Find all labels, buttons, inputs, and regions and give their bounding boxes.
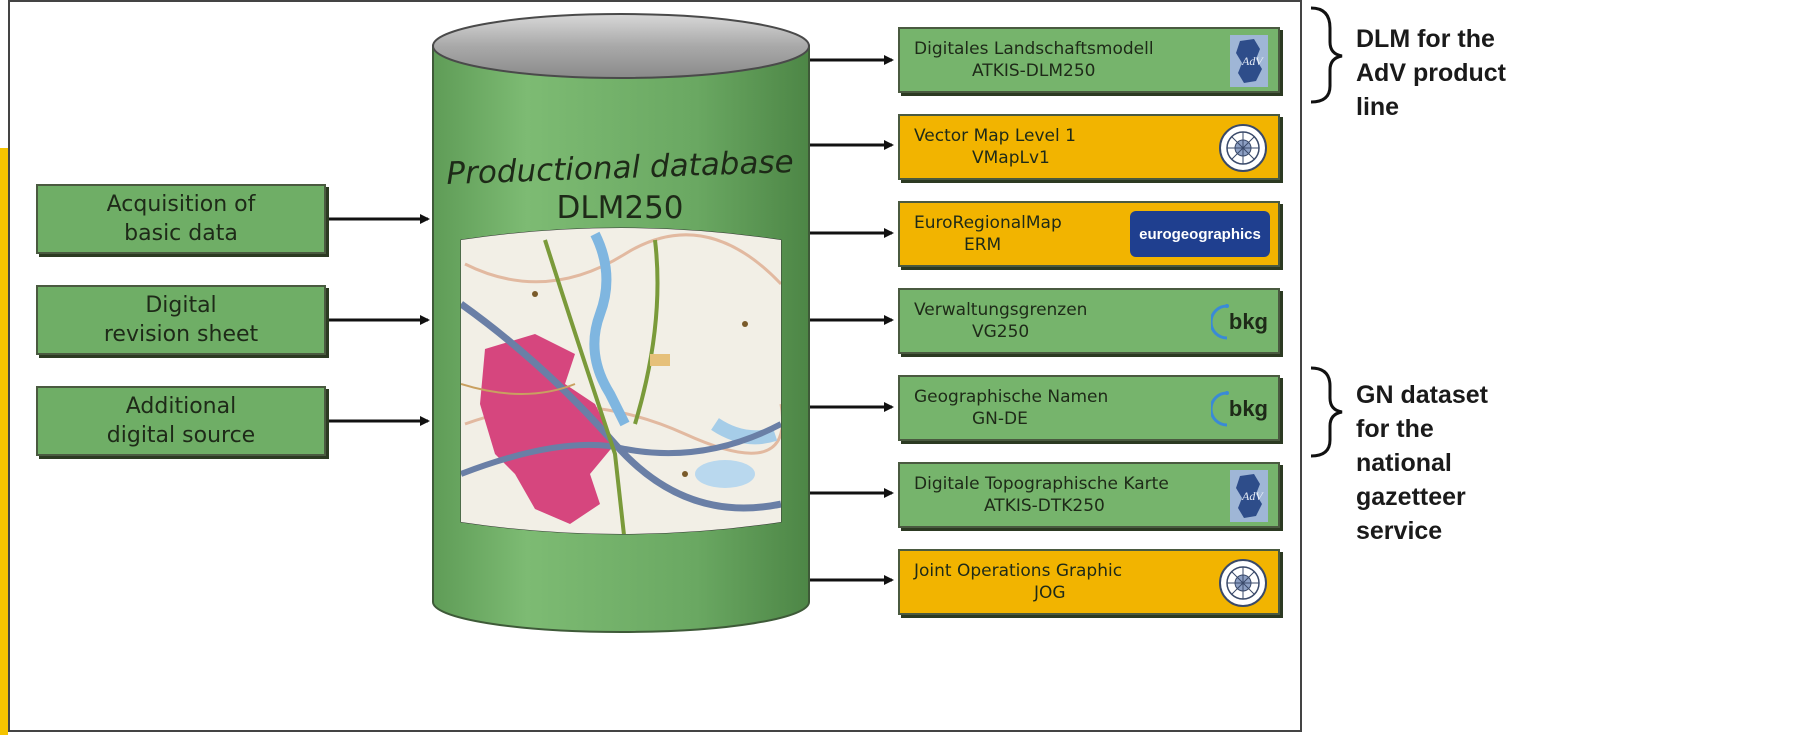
output-label-line1: Vector Map Level 1 — [914, 126, 1076, 146]
database-title-line2: DLM250 — [556, 190, 684, 226]
input-box-acquisition: Acquisition of basic data — [36, 184, 326, 254]
annotation-line: GN dataset — [1356, 381, 1488, 409]
input-label-line2: digital source — [106, 423, 256, 448]
output-box-atkis-dlm250: Digitales Landschaftsmodell ATKIS-DLM250… — [898, 27, 1280, 93]
annotation-gn: GN dataset for the national gazetteer se… — [1356, 378, 1488, 548]
bkg-logo-text: bkg — [1228, 309, 1268, 334]
output-label-line1: Verwaltungsgrenzen — [914, 300, 1088, 320]
output-box-jog: Joint Operations Graphic JOG — [898, 549, 1280, 615]
output-box-atkis-dtk250: Digitale Topographische Karte ATKIS-DTK2… — [898, 462, 1280, 528]
adv-logo-icon: AdV — [1230, 470, 1268, 522]
seal-logo-icon — [1219, 559, 1267, 607]
output-label-line1: Digitale Topographische Karte — [914, 474, 1169, 494]
bkg-logo-text: bkg — [1228, 396, 1268, 421]
bkg-logo-icon: bkg — [1210, 302, 1268, 342]
output-label-line2: VG250 — [972, 322, 1030, 342]
output-label-line1: Joint Operations Graphic — [914, 561, 1123, 581]
output-box-vmaplv1: Vector Map Level 1 VMapLv1 — [898, 114, 1280, 180]
output-label-line2: ATKIS-DLM250 — [972, 61, 1096, 81]
input-box-revision: Digital revision sheet — [36, 285, 326, 355]
output-label-line1: EuroRegionalMap — [914, 213, 1062, 233]
seal-logo-icon — [1219, 124, 1267, 172]
output-box-gn-de: Geographische Namen GN-DE bkg — [898, 375, 1280, 441]
brace-dlm — [1310, 6, 1343, 104]
annotation-line: national — [1356, 449, 1452, 477]
output-label-line1: Geographische Namen — [914, 387, 1109, 407]
yellow-side-bar — [0, 148, 8, 735]
input-label-line1: Digital — [145, 293, 217, 318]
brace-gn — [1310, 366, 1343, 458]
database-title-line1: Productional database — [445, 143, 795, 193]
annotation-line: gazetteer — [1356, 483, 1466, 511]
output-box-vg250: Verwaltungsgrenzen VG250 bkg — [898, 288, 1280, 354]
output-label-line2: VMapLv1 — [972, 148, 1050, 168]
output-label-line1: Digitales Landschaftsmodell — [914, 39, 1154, 59]
annotation-line: DLM for the — [1356, 25, 1495, 53]
output-label-line2: GN-DE — [972, 409, 1028, 429]
output-label-line2: JOG — [1034, 583, 1066, 603]
input-label-line1: Acquisition of — [106, 192, 256, 217]
database-title: Productional database DLM250 — [440, 144, 800, 226]
input-label-line1: Additional — [125, 394, 237, 419]
bkg-logo-icon: bkg — [1210, 389, 1268, 429]
input-label-line2: basic data — [124, 221, 238, 246]
output-label-line2: ATKIS-DTK250 — [984, 496, 1105, 516]
database-cylinder — [432, 13, 810, 633]
svg-text:AdV: AdV — [1241, 489, 1264, 503]
adv-logo-icon: AdV — [1230, 35, 1268, 87]
eurogeographics-logo-text: eurogeographics — [1139, 225, 1261, 243]
annotation-dlm: DLM for the AdV product line — [1356, 22, 1506, 124]
map-image — [460, 227, 782, 535]
output-label-line2: ERM — [964, 235, 1002, 255]
annotation-line: service — [1356, 517, 1443, 545]
eurogeographics-logo-icon: eurogeographics — [1130, 211, 1270, 257]
annotation-line: line — [1356, 93, 1400, 121]
svg-text:AdV: AdV — [1241, 54, 1264, 68]
output-box-erm: EuroRegionalMap ERM eurogeographics — [898, 201, 1280, 267]
input-label-line2: revision sheet — [103, 322, 259, 347]
input-box-additional: Additional digital source — [36, 386, 326, 456]
annotation-line: AdV product — [1356, 59, 1506, 87]
annotation-line: for the — [1356, 415, 1434, 443]
